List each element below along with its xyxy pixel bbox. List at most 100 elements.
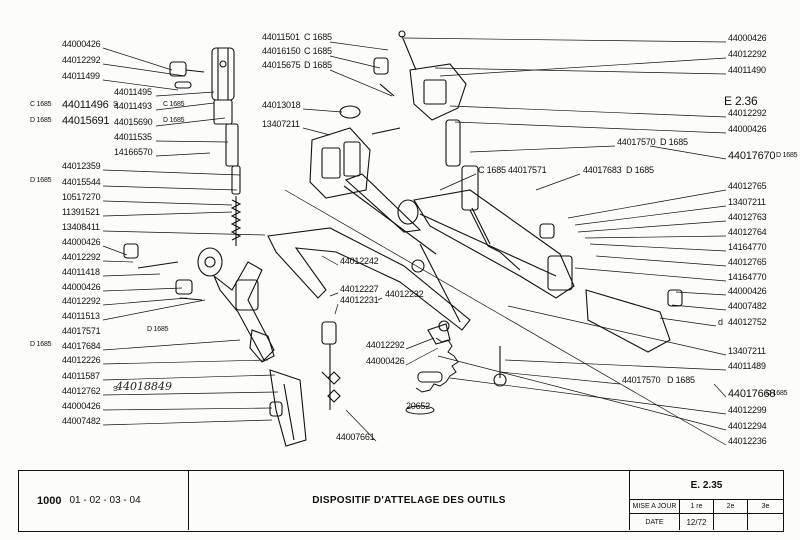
part-number-label: 14166570 <box>114 147 153 157</box>
part-number-label: 44012242 <box>340 256 379 266</box>
part-number-label: 44016150 <box>262 46 301 56</box>
revision-col-3: 3e <box>748 499 783 514</box>
part-number-label: 44012359 <box>62 161 101 171</box>
part-number-label: 44012227 <box>340 284 379 294</box>
part-number-label: C 1685 <box>478 165 506 175</box>
part-number-label: 44000426 <box>62 401 101 411</box>
part-number-label: 44012292 <box>728 49 767 59</box>
part-number-label: D 1685 <box>667 375 695 385</box>
part-number-label: 44012762 <box>62 386 101 396</box>
part-number-label: 44011513 <box>62 311 100 321</box>
part-number-label: D 1685 <box>304 60 332 70</box>
part-number-label: D 1685 <box>776 152 798 159</box>
revision-col-1: 1 re <box>680 499 714 514</box>
part-number-label: 44012752 <box>728 317 767 327</box>
part-number-label: 44000426 <box>62 237 101 247</box>
date-label: DATE <box>630 514 680 530</box>
part-number-label: 44015675 <box>262 60 301 70</box>
sheet-title: DISPOSITIF D'ATTELAGE DES OUTILS <box>312 495 506 506</box>
part-number-label: 44017570 <box>622 375 661 385</box>
part-number-label: 10517270 <box>62 192 101 202</box>
model-number: 1000 <box>37 494 62 507</box>
part-number-label: 13407211 <box>728 197 766 207</box>
part-number-label: 44017571 <box>62 326 101 336</box>
part-number-label: C 1685 <box>304 32 332 42</box>
part-number-label: 44012299 <box>728 405 767 415</box>
part-number-label: D 1685 <box>30 341 52 348</box>
part-number-label: 44000426 <box>62 282 101 292</box>
page-code-label: E 2.36 <box>724 94 758 108</box>
part-number-label: 44012226 <box>62 355 101 365</box>
part-number-label: 44011496 <box>62 99 109 111</box>
part-number-label: 44017684 <box>62 341 101 351</box>
part-number-label: 44011493 <box>114 101 152 111</box>
part-number-label: 44015691 <box>62 115 110 127</box>
handwritten-part-number: 44018849 <box>116 380 172 393</box>
part-number-label: 44013018 <box>262 100 301 110</box>
part-number-label: 44012765 <box>728 181 767 191</box>
mise-a-jour-label: MISE A JOUR <box>630 499 680 514</box>
part-number-label: 44011501 <box>262 32 300 42</box>
part-number-label: 44017668 <box>728 388 776 400</box>
part-number-label: 44011490 <box>728 65 766 75</box>
part-number-label: D 1685 <box>626 165 654 175</box>
part-number-label: D 1685 <box>660 137 688 147</box>
revision-table: E. 2.35 MISE A JOUR 1 re 2e 3e DATE 12/7… <box>629 471 783 530</box>
part-number-label: 44007661 <box>336 432 375 442</box>
part-number-label: 44011535 <box>114 132 152 142</box>
part-number-label: 44007482 <box>728 301 767 311</box>
part-number-label: 13408411 <box>62 222 100 232</box>
part-number-label: 44012231 <box>340 295 379 305</box>
part-number-label: 44012292 <box>366 340 405 350</box>
part-number-label: 44007482 <box>62 416 101 426</box>
exploded-view-drawing <box>102 30 727 447</box>
part-number-label: D 1685 <box>30 177 52 184</box>
part-number-label: C 1685 <box>30 101 52 108</box>
part-number-label: 44012232 <box>385 289 424 299</box>
part-number-label: 44000426 <box>728 33 767 43</box>
revision-col-2: 2e <box>714 499 748 514</box>
part-number-label: 44017670 <box>728 150 776 162</box>
part-number-label: 44012764 <box>728 227 767 237</box>
revision-blank-3 <box>748 514 783 530</box>
part-number-label: 44017570 <box>617 137 656 147</box>
revision-blank-2 <box>714 514 748 530</box>
part-number-label: 44012292 <box>62 296 101 306</box>
part-number-label: D 1685 <box>766 390 788 397</box>
part-number-label: 44017683 <box>583 165 622 175</box>
part-number-label: 20652 <box>406 401 431 411</box>
part-number-label: 44012294 <box>728 421 767 431</box>
title-block: 1000 01 - 02 - 03 - 04 DISPOSITIF D'ATTE… <box>18 470 784 532</box>
part-number-label: 44012236 <box>728 436 767 446</box>
part-number-label: 44012292 <box>728 108 767 118</box>
part-number-label: C 1685 <box>304 46 332 56</box>
part-number-label: 44011587 <box>62 371 100 381</box>
model-variants: 01 - 02 - 03 - 04 <box>69 495 141 506</box>
part-number-label: 44012292 <box>62 252 101 262</box>
part-number-label: 13407211 <box>728 346 766 356</box>
part-number-label: S <box>113 101 118 108</box>
part-number-label: 14164770 <box>728 272 767 282</box>
part-number-label: 44000426 <box>62 39 101 49</box>
part-number-label: 44011489 <box>728 361 766 371</box>
part-number-label: 44011495 <box>114 87 152 97</box>
part-number-label: D 1685 <box>163 117 185 124</box>
part-number-label: 44012292 <box>62 55 101 65</box>
part-number-label: 11391521 <box>62 207 100 217</box>
part-number-label: 44012765 <box>728 257 767 267</box>
part-number-label: S <box>113 386 118 393</box>
part-number-label: 44011418 <box>62 267 100 277</box>
part-number-label: 44015544 <box>62 177 101 187</box>
part-number-label: C 1685 <box>163 101 185 108</box>
part-number-label: D 1685 <box>30 117 52 124</box>
part-number-label: 44012763 <box>728 212 767 222</box>
page-reference: E. 2.35 <box>630 471 783 500</box>
part-number-label: 44000426 <box>728 286 767 296</box>
part-number-label: 44015690 <box>114 117 153 127</box>
part-number-label: D 1685 <box>147 326 169 333</box>
model-cell: 1000 01 - 02 - 03 - 04 <box>19 471 189 530</box>
part-number-label: 44017571 <box>508 165 547 175</box>
part-number-label: 44011499 <box>62 71 100 81</box>
part-number-label: 44000426 <box>366 356 405 366</box>
